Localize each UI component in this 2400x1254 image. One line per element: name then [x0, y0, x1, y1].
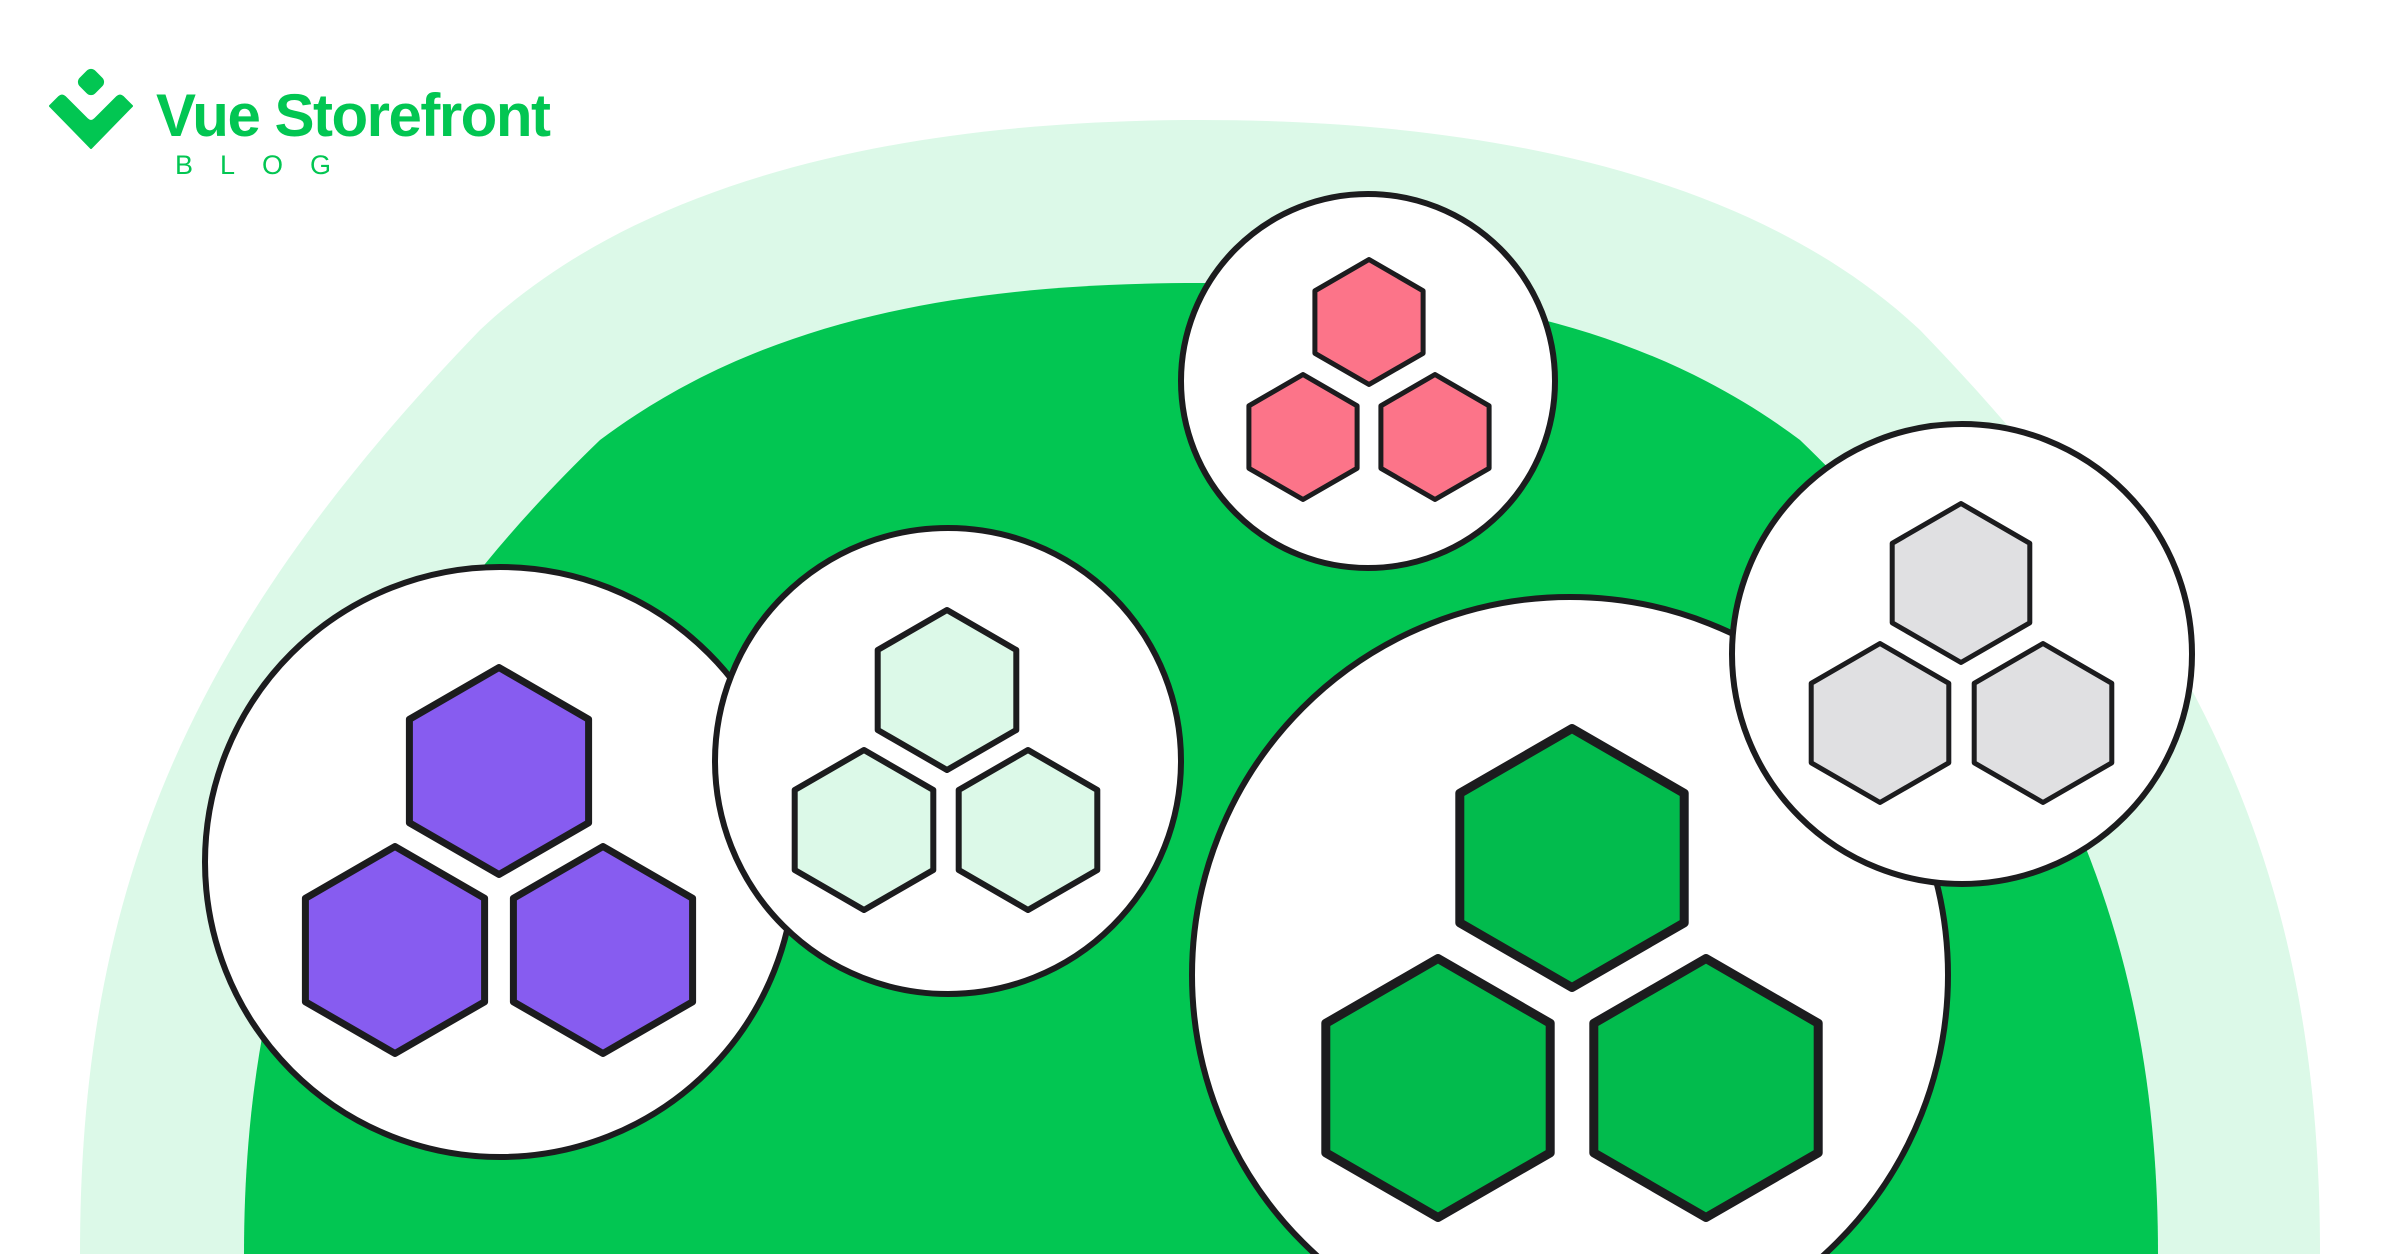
hexagon-cluster-icon	[1321, 724, 1823, 1222]
hexagon-icon	[509, 843, 697, 1057]
hexagon-clusters	[202, 191, 2195, 1254]
hexagon-icon	[874, 607, 1020, 773]
pink-hex-cluster	[1178, 191, 1558, 571]
hexagon-icon	[1378, 372, 1492, 502]
brand-wordmark: Vue Storefront	[156, 82, 551, 149]
hexagon-icon	[1312, 257, 1426, 387]
hexagon-cluster-icon	[791, 607, 1101, 913]
gray-hex-cluster	[1729, 421, 2195, 887]
hexagon-icon	[405, 664, 593, 878]
hexagon-icon	[1808, 641, 1952, 805]
hexagon-icon	[301, 843, 489, 1057]
mint-hex-cluster	[712, 525, 1184, 997]
hexagon-cluster-icon	[301, 664, 697, 1057]
purple-hex-cluster	[202, 564, 798, 1160]
hexagon-icon	[1971, 641, 2115, 805]
hexagon-icon	[1589, 954, 1823, 1222]
hexagon-icon	[955, 747, 1101, 913]
brand-subtitle: BLOG	[175, 150, 359, 180]
brand-logo[interactable]: Vue Storefront BLOG	[44, 68, 684, 188]
hexagon-icon	[1321, 954, 1555, 1222]
hexagon-cluster-icon	[1808, 501, 2115, 805]
hexagon-icon	[1246, 372, 1360, 502]
vue-storefront-logo-icon	[49, 68, 133, 149]
hexagon-icon	[1889, 501, 2033, 665]
hexagon-icon	[1455, 724, 1689, 992]
hexagon-icon	[791, 747, 937, 913]
hexagon-cluster-icon	[1246, 257, 1492, 502]
